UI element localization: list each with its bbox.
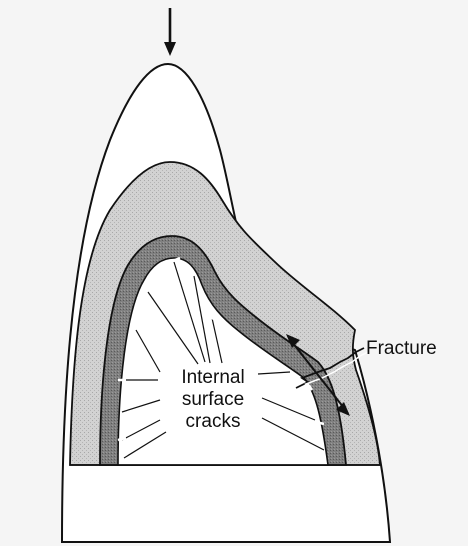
cracks-label-line2: surface: [163, 389, 263, 410]
load-arrow-icon: [164, 8, 176, 56]
cracks-label-line1: Internal: [163, 367, 263, 388]
fracture-label: Fracture: [366, 338, 437, 359]
cracks-label-line3: cracks: [163, 411, 263, 432]
